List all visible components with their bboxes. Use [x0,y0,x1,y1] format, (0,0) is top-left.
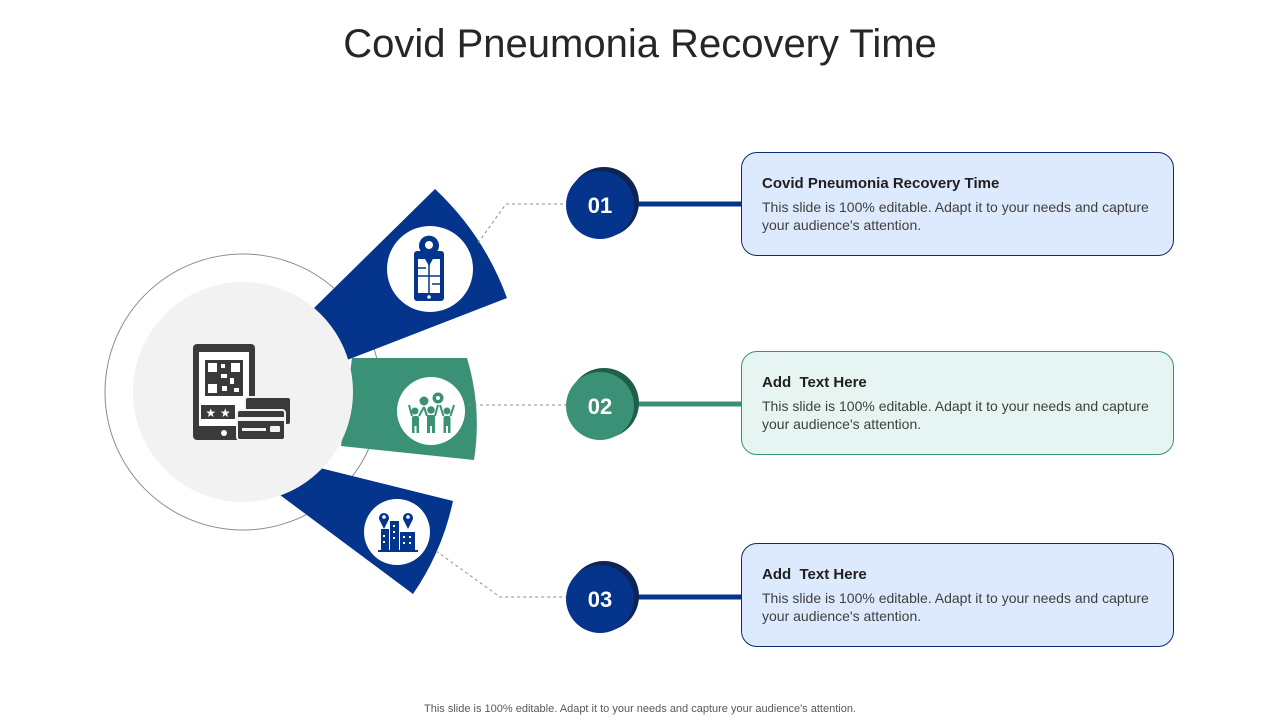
step-card-1-heading: Covid Pneumonia Recovery Time [762,175,1000,192]
slide-title: Covid Pneumonia Recovery Time [343,22,937,66]
team-gears-icon [408,392,455,433]
step-card-3: Add Text Here This slide is 100% editabl… [741,543,1174,647]
step-number-circle-2: 02 [566,368,639,440]
svg-text:★ ★: ★ ★ [205,406,230,420]
dashed-connector-3 [435,550,566,598]
step-card-1: Covid Pneumonia Recovery Time This slide… [741,152,1174,256]
step-card-3-heading: Add Text Here [762,566,867,583]
step-number-3: 03 [588,587,612,612]
mobile-location-map-icon [414,235,444,301]
city-buildings-location-icon [378,513,418,552]
step-card-2-heading: Add Text Here [762,374,867,391]
step-card-2-body: This slide is 100% editable. Adapt it to… [762,398,1149,432]
step-number-2: 02 [588,394,612,419]
step-number-1: 01 [588,193,612,218]
slide-footer: This slide is 100% editable. Adapt it to… [424,703,856,715]
step-number-circle-3: 03 [566,561,639,633]
dashed-connector-1 [477,203,566,244]
step-card-2: Add Text Here This slide is 100% editabl… [741,351,1174,455]
step-card-1-body: This slide is 100% editable. Adapt it to… [762,199,1149,233]
step-card-3-body: This slide is 100% editable. Adapt it to… [762,590,1149,624]
step-number-circle-1: 01 [566,167,639,239]
qr-payment-tablet-icon: ★ ★ [193,344,292,441]
